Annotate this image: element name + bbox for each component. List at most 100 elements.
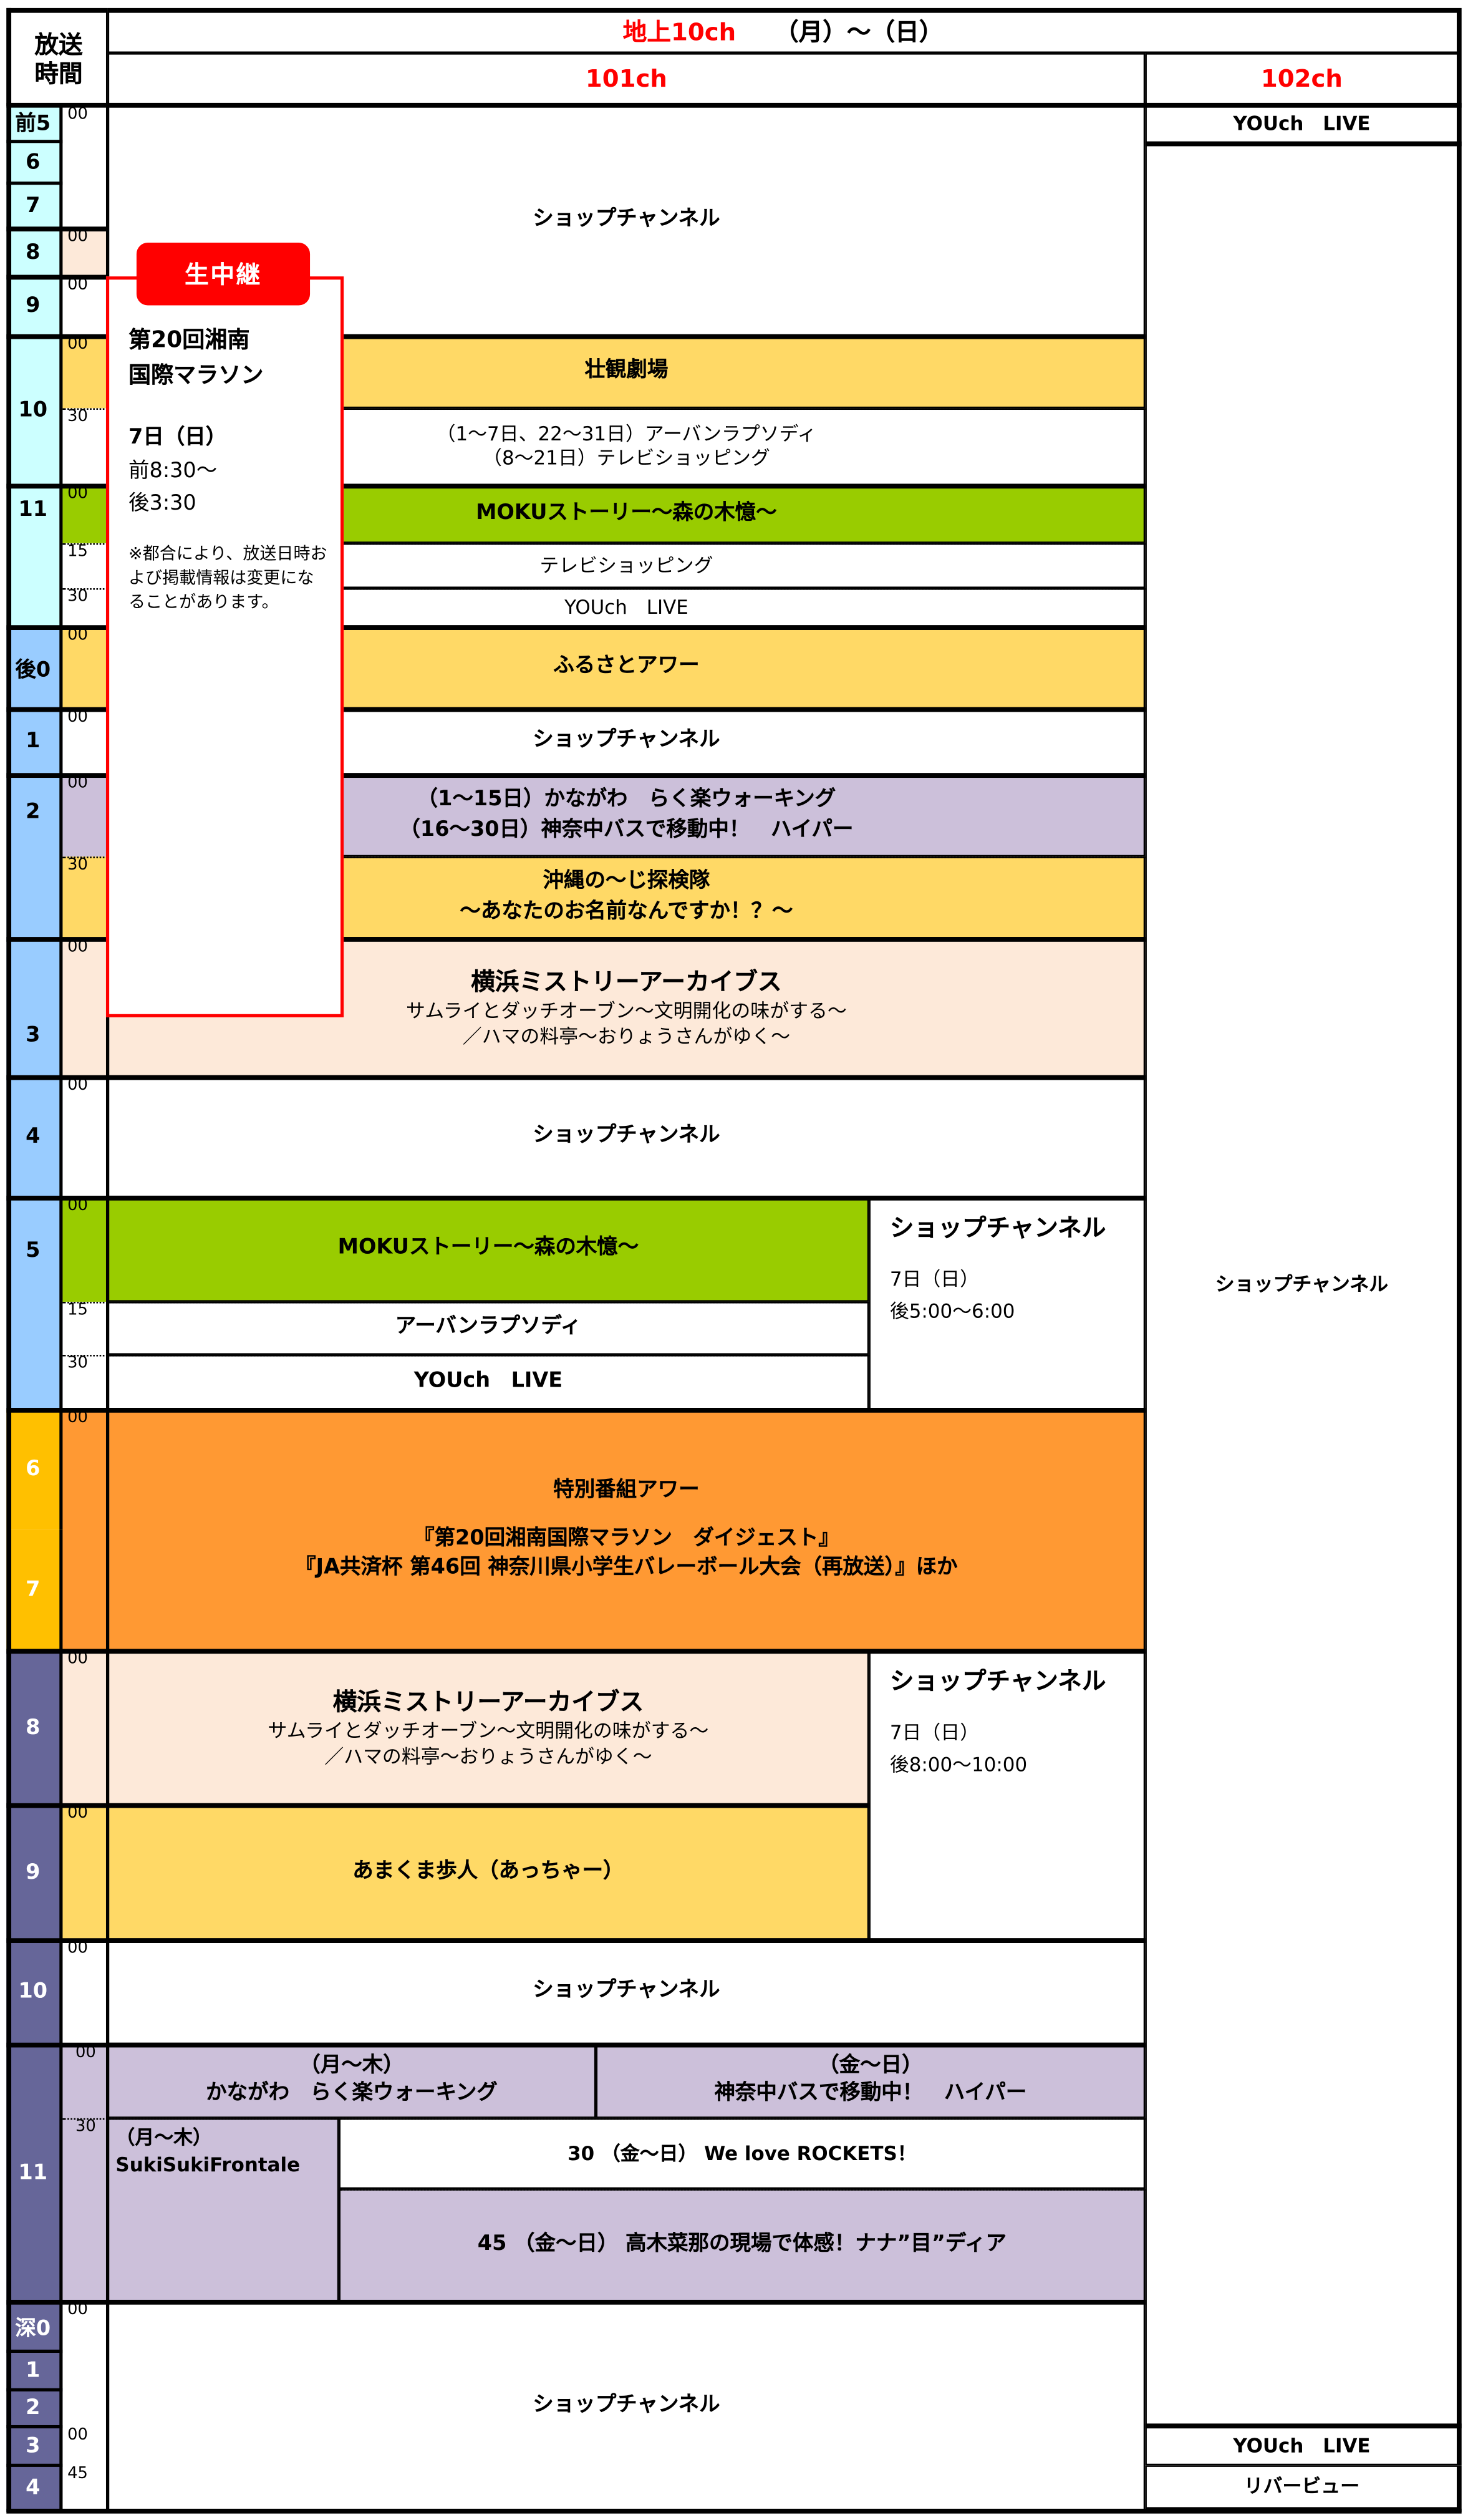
divider	[6, 226, 108, 232]
program-title: 特別番組アワー	[553, 1478, 700, 1503]
hour-cell: 6	[6, 141, 63, 183]
divider	[6, 2425, 63, 2429]
live-event-note: ※都合により、放送日時および掲載情報は変更になることがあります。	[128, 544, 327, 613]
hour-cell: 10	[6, 1939, 63, 2045]
divider	[1145, 141, 1462, 147]
program-title: 横浜ミストリーアーカイブス	[332, 1687, 644, 1716]
divider	[6, 2463, 63, 2467]
hour-cell: 7	[6, 1529, 63, 1651]
program-title: （8〜21日）テレビショッピング	[483, 447, 770, 470]
program-title: （1〜7日、22〜31日）アーバンラプソディ	[436, 422, 817, 445]
program-title: SukiSukiFrontale	[115, 2153, 301, 2176]
hour-cell: 後0	[6, 626, 63, 709]
program-subtitle: サムライとダッチオーブン〜文明開化の味がする〜	[268, 1719, 709, 1742]
day-range: （月）〜（日）	[774, 17, 944, 46]
program-title: YOUch LIVE	[564, 595, 688, 618]
program-block[interactable]: （金〜日）神奈中バスで移動中！ ハイパー	[596, 2044, 1146, 2118]
program-block-102[interactable]: リバービュー	[1145, 2465, 1462, 2513]
divider	[6, 2349, 63, 2353]
minute-cell: 00	[62, 2426, 108, 2466]
divider	[6, 773, 1146, 778]
half-hour-divider	[62, 408, 1146, 410]
program-block[interactable]: 特別番組アワー『第20回湘南国際マラソン ダイジェスト』『JA共済杯 第46回 …	[107, 1409, 1146, 1651]
program-title: ショップチャンネル	[889, 1213, 1106, 1243]
divider	[6, 274, 108, 280]
minute-cell: 15	[62, 1301, 108, 1355]
divider	[6, 2508, 1462, 2514]
program-block-102[interactable]: YOUch LIVE	[1145, 2426, 1462, 2466]
hour-cell: 8	[6, 1650, 63, 1805]
program-days: （月〜木）	[115, 2126, 213, 2149]
program-block[interactable]: ショップチャンネル	[107, 2301, 1146, 2513]
divider	[6, 102, 1462, 108]
minute-cell: 30	[62, 408, 108, 486]
live-event-start: 前8:30〜	[128, 458, 218, 483]
program-time: 後5:00〜6:00	[889, 1300, 1015, 1323]
hour-cell: 7	[6, 183, 63, 228]
minute-cell: 30	[62, 1354, 108, 1410]
time-column-header: 放送 時間	[6, 7, 108, 107]
program-block[interactable]: （月〜木） SukiSukiFrontale	[107, 2118, 339, 2302]
program-title: 神奈中バスで移動中！ ハイパー	[714, 2081, 1027, 2106]
program-date: 7日（日）	[889, 1720, 980, 1743]
program-block[interactable]: 45 （金〜日） 高木菜那の現場で体感！ナナ”目”ディア	[339, 2189, 1146, 2302]
program-title: かながわ らく楽ウォーキング	[206, 2081, 498, 2106]
program-block[interactable]: （月〜木） かながわ らく楽ウォーキング	[107, 2044, 596, 2118]
hour-cell: 4	[6, 2465, 63, 2513]
hour-cell: 3	[6, 938, 63, 1077]
live-badge: 生中継	[136, 243, 311, 306]
program-block[interactable]: ショップチャンネル	[107, 1939, 1146, 2045]
hour-cell: 6	[6, 1409, 63, 1530]
hour-cell: 前5	[6, 106, 63, 142]
program-block[interactable]: ショップチャンネル	[107, 1077, 1146, 1198]
minute-cell: 30	[62, 2118, 108, 2302]
program-subtitle: 『第20回湘南国際マラソン ダイジェスト』	[413, 1526, 839, 1551]
program-block[interactable]: MOKUストーリー〜森の木憶〜	[107, 1197, 869, 1302]
program-subtitle: ／ハマの料亭〜おりょうさんがゆく〜	[324, 1745, 652, 1768]
program-block-102[interactable]: ショップチャンネル	[1145, 143, 1462, 2427]
program-subtitle: ／ハマの料亭〜おりょうさんがゆく〜	[462, 1025, 791, 1049]
divider	[6, 1803, 869, 1808]
divider	[6, 182, 63, 185]
program-title: ショップチャンネル	[533, 1124, 720, 1148]
live-event-end: 後3:30	[128, 491, 196, 516]
program-block[interactable]: 横浜ミストリーアーカイブスサムライとダッチオーブン〜文明開化の味がする〜 ／ハマの…	[107, 1650, 869, 1805]
program-days: （月〜木）	[299, 2054, 404, 2078]
minute-cell: 00	[62, 774, 108, 857]
program-block[interactable]: 30 （金〜日） We love ROCKETS！	[339, 2118, 1146, 2189]
half-hour-divider	[62, 543, 1146, 545]
program-subtitle: 『JA共済杯 第46回 神奈川県小学生バレーボール大会（再放送）』ほか	[295, 1556, 958, 1580]
minute-cell: 00	[62, 336, 108, 409]
program-title: アーバンラプソディ	[395, 1315, 582, 1340]
half-hour-divider	[62, 588, 1146, 590]
half-hour-divider	[62, 2118, 1146, 2120]
live-broadcast-box[interactable]: 第20回湘南 国際マラソン 7日（日） 前8:30〜 後3:30 ※都合により、…	[105, 276, 344, 1017]
divider	[6, 1938, 1146, 1943]
station-title: 地上10ch	[622, 17, 736, 46]
minute-cell: 00	[62, 276, 108, 336]
half-hour-divider	[62, 1301, 869, 1304]
minute-cell: 00	[62, 228, 108, 277]
hour-cell: 9	[6, 276, 63, 336]
divider	[6, 483, 1146, 489]
minute-cell: 00	[62, 938, 108, 1077]
half-hour-divider	[62, 856, 1146, 858]
program-title: 壮観劇場	[584, 359, 669, 384]
divider	[6, 937, 1146, 942]
channel-102-header: 102ch	[1145, 53, 1462, 107]
program-block-102[interactable]: YOUch LIVE	[1145, 106, 1462, 143]
channel-101-header: 101ch	[107, 53, 1146, 107]
minute-cell: 00	[62, 2044, 108, 2118]
program-block[interactable]: あまくま歩人（あっちゃー）	[107, 1805, 869, 1940]
program-title: 30 （金〜日） We love ROCKETS！	[567, 2141, 917, 2164]
hour-cell: 1	[6, 709, 63, 775]
program-title: 45 （金〜日） 高木菜那の現場で体感！ナナ”目”ディア	[477, 2232, 1007, 2257]
program-block[interactable]: YOUch LIVE	[107, 1354, 869, 1410]
hour-cell: 2	[6, 2390, 63, 2427]
program-title: テレビショッピング	[539, 553, 713, 576]
program-block[interactable]: アーバンラプソディ	[107, 1301, 869, 1355]
program-title: 沖縄の〜じ探検隊	[543, 870, 710, 894]
